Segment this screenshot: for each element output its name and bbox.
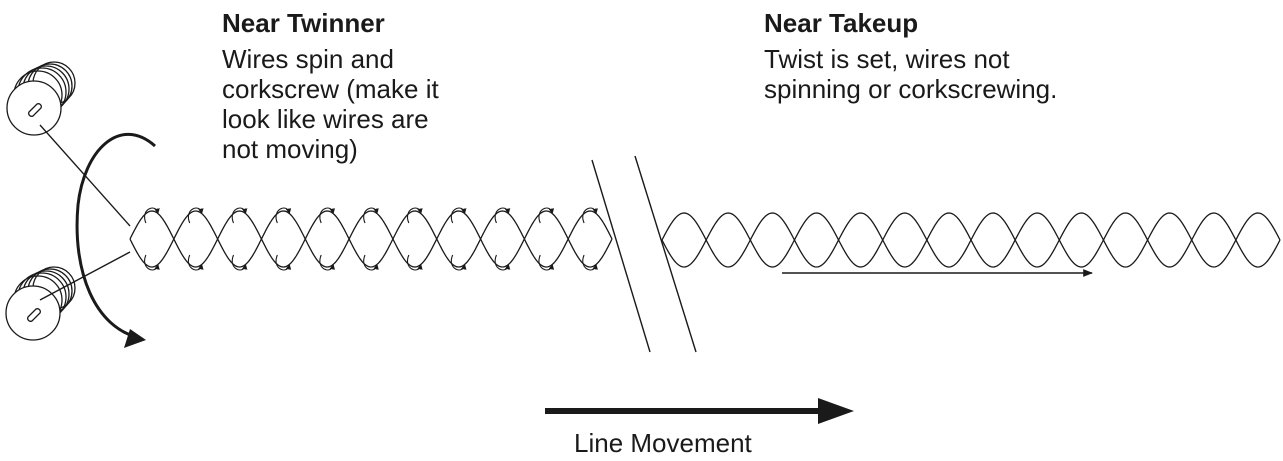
set-twisted-pair bbox=[661, 212, 1281, 268]
wire-strand-a bbox=[129, 210, 613, 268]
spin-arrow bbox=[494, 254, 511, 271]
spin-arrow bbox=[231, 254, 248, 271]
wire-strand-b bbox=[661, 212, 1281, 268]
spin-arrow bbox=[450, 207, 467, 224]
spinning-twisted-pair bbox=[129, 207, 613, 271]
spin-arrow bbox=[319, 254, 336, 271]
bottom-spool bbox=[5, 266, 76, 341]
spin-arrow bbox=[187, 207, 204, 224]
top-spool bbox=[6, 61, 76, 136]
spin-arrow bbox=[582, 207, 598, 224]
spin-arrow bbox=[450, 254, 467, 271]
break-line-left bbox=[591, 159, 651, 353]
spin-arrow bbox=[187, 254, 204, 271]
near-twinner-title: Near Twinner bbox=[222, 8, 385, 38]
line-movement-label: Line Movement bbox=[574, 428, 752, 458]
spin-arrow bbox=[582, 254, 598, 271]
spin-arrow bbox=[494, 207, 511, 224]
near-takeup-title: Near Takeup bbox=[764, 8, 919, 38]
spin-arrow bbox=[144, 254, 160, 271]
spin-arrow bbox=[275, 254, 292, 271]
spin-arrow bbox=[538, 254, 555, 271]
spin-arrow bbox=[363, 207, 379, 224]
rotation-arrow bbox=[75, 133, 156, 340]
break-line-right bbox=[634, 155, 697, 353]
spin-arrow bbox=[319, 207, 336, 224]
near-twinner-description: Wires spin and corkscrew (make it look l… bbox=[222, 44, 439, 164]
rotation-arrowhead bbox=[124, 329, 146, 348]
line-movement-arrowhead bbox=[818, 398, 854, 424]
spin-arrow bbox=[144, 207, 160, 224]
spin-arrow bbox=[363, 254, 379, 271]
near-takeup-description: Twist is set, wires not spinning or cork… bbox=[764, 44, 1058, 104]
spin-arrow bbox=[406, 207, 423, 224]
wire-strand-b bbox=[129, 210, 613, 268]
spin-arrow bbox=[406, 254, 423, 271]
spin-arrow bbox=[275, 207, 292, 224]
spin-arrow bbox=[538, 207, 555, 224]
spin-arrow bbox=[231, 207, 248, 224]
